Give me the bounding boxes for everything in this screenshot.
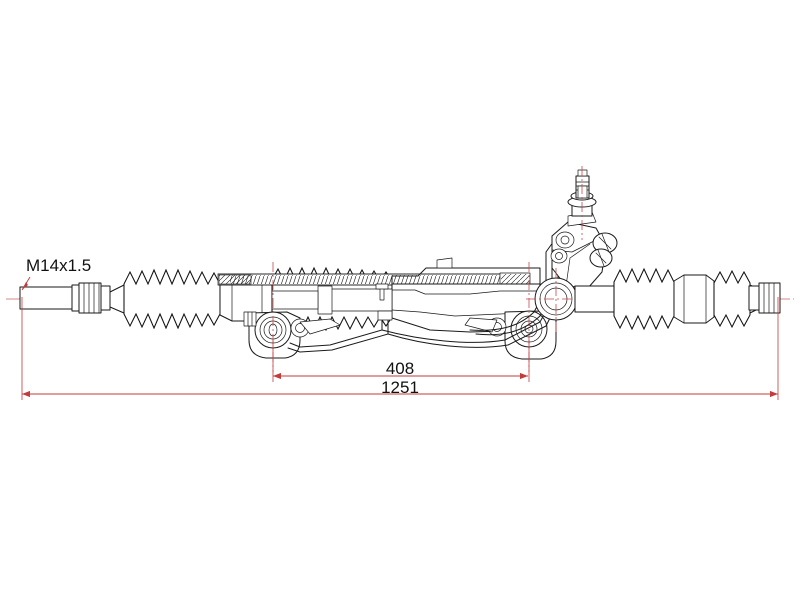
left-tie-rod-thread	[19, 282, 111, 314]
thread-spec-label: M14x1.5	[26, 256, 91, 275]
valve-port-fittings	[550, 231, 618, 268]
hydraulic-tube-lower	[287, 245, 567, 353]
mount-spacing-dimension: 408	[272, 340, 530, 382]
left-mounting-bushing	[243, 262, 341, 372]
overall-length-dimension: 1251	[21, 297, 779, 400]
overall-length-label: 1251	[381, 378, 419, 397]
input-shaft	[575, 166, 590, 240]
right-tie-rod-thread	[748, 282, 781, 314]
tie-rod-thread-callout: M14x1.5	[21, 256, 91, 291]
right-joint-housing	[673, 274, 715, 324]
rack-bar-teeth	[217, 272, 531, 287]
right-inner-bellows-boot	[613, 267, 675, 331]
left-bellows-boot	[109, 268, 221, 330]
mount-spacing-label: 408	[386, 359, 414, 378]
